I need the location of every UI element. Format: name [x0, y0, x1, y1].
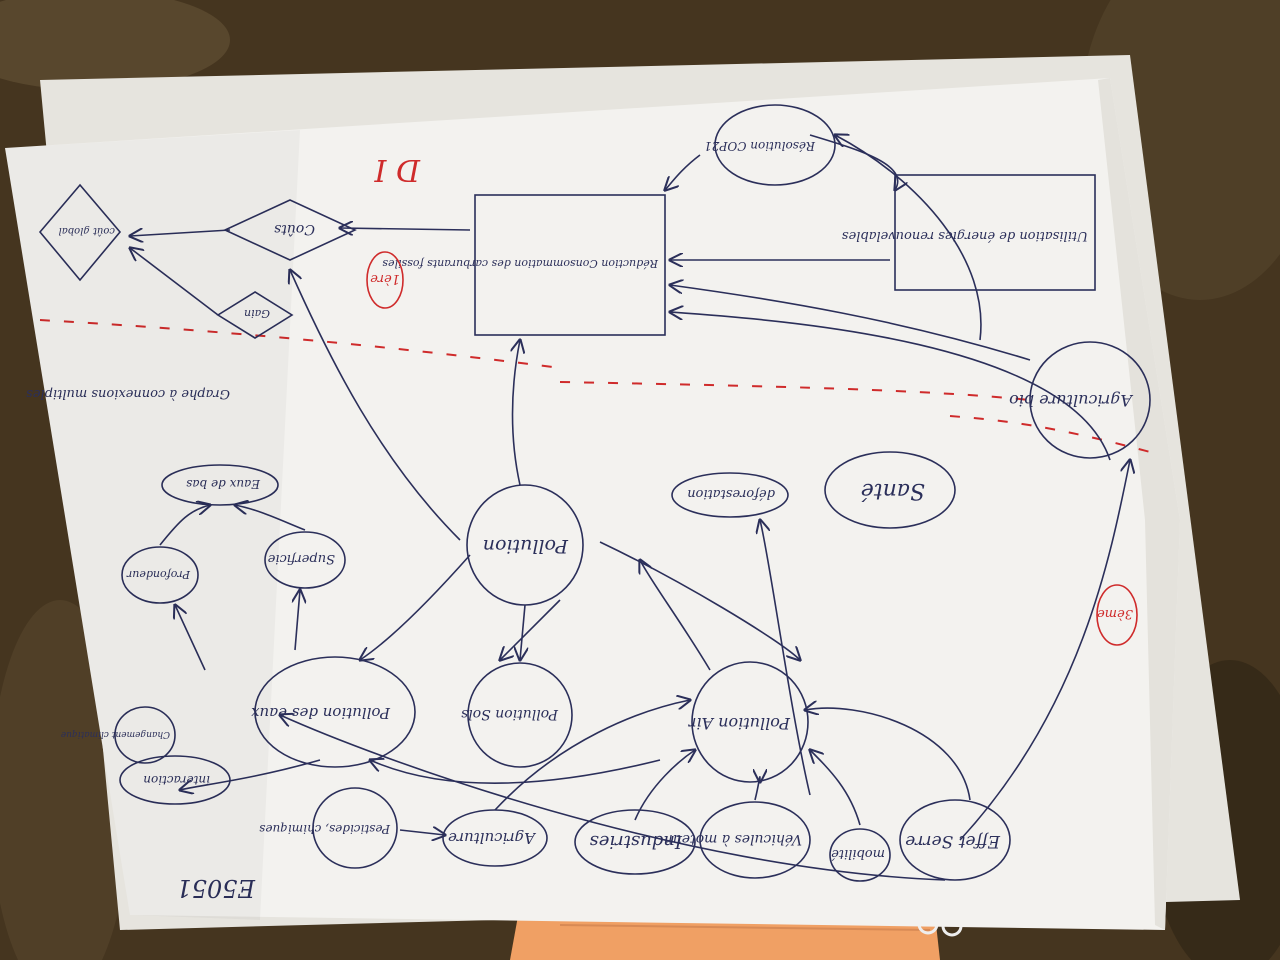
node-industries — [574, 809, 696, 875]
node-changement-climatique — [114, 706, 176, 764]
node-reduction — [474, 194, 666, 336]
node-pollution-eaux — [254, 656, 416, 768]
node-agri-bio — [1029, 341, 1151, 459]
node-renewables-label: Utilisation de énergies renouvelables — [842, 228, 1088, 243]
node-gain-label: Gain — [244, 307, 270, 320]
node-mobilite-label: mobilité — [831, 846, 885, 861]
node-eaux-bas-label: Eaux de bas — [186, 477, 261, 491]
node-pollution-eaux-label: Pollution des eaux — [251, 704, 391, 722]
node-mobilite — [829, 828, 891, 882]
node-deforestation-label: déforestation — [687, 486, 775, 501]
node-reduction-label: Réduction Consommation des carburants fo… — [382, 257, 659, 270]
node-sante-label: Santé — [861, 478, 925, 503]
caption-label: Graphe à connexions multiples — [26, 386, 230, 401]
node-sante — [824, 451, 956, 529]
node-cout-global-label: coût global — [59, 225, 115, 236]
node-pesticides-label: Pesticides, chimiques — [259, 822, 391, 836]
node-vehicules-label: Véhicules à moteur — [665, 831, 802, 847]
node-superficie-label: Superficie — [267, 551, 335, 566]
node-pollution-label: Pollution — [483, 535, 569, 557]
node-changement-climatique-label: Changement climatique — [61, 729, 170, 739]
tag-label: E5051 — [176, 874, 256, 902]
node-effet-serre — [899, 799, 1011, 881]
node-pollution-sols — [467, 662, 573, 768]
concept-map: E5051 D I Effet Serre mobilité Véhicules… — [26, 104, 1151, 902]
annotation-1-badge — [366, 251, 404, 309]
node-cout-global — [38, 183, 122, 282]
node-eaux-bas — [161, 464, 279, 506]
node-renewables — [894, 174, 1096, 291]
node-industries-label: Industries — [589, 831, 683, 852]
node-couts — [223, 199, 357, 261]
node-cop21-label: Résolution COP21 — [704, 139, 816, 153]
node-agriculture-label: Agriculture — [448, 829, 537, 847]
node-vehicules — [699, 801, 811, 879]
annotation-2-label: 3ème — [1097, 606, 1133, 621]
node-agri-bio-label: Agriculture bio — [1009, 391, 1134, 410]
node-pollution-air — [691, 661, 809, 783]
node-pesticides — [312, 787, 398, 869]
doc-id-label: D I — [373, 152, 421, 187]
red-dashed-separator — [39, 319, 1151, 453]
node-deforestation — [671, 472, 789, 518]
node-profondeur-label: Profondeur — [126, 568, 191, 581]
node-gain — [216, 291, 294, 339]
node-effet-serre-label: Effet Serre — [905, 831, 1001, 851]
annotation-2-badge — [1096, 584, 1138, 646]
annotation-1-label: 1ère — [370, 271, 400, 286]
node-pollution-sols-label: Pollution Sols — [461, 706, 559, 722]
node-profondeur — [121, 546, 199, 604]
node-pollution-air-label: Pollution Air — [687, 714, 791, 733]
node-couts-label: Coûts — [274, 221, 315, 237]
connector-lines — [130, 135, 1130, 881]
